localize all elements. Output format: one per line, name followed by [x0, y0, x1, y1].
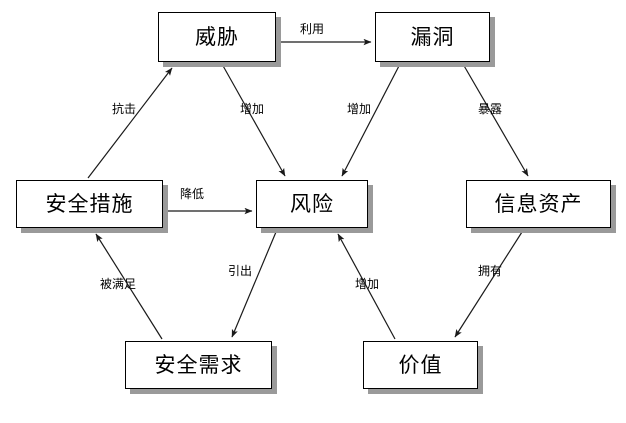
edge-asset-owns-value	[454, 231, 523, 338]
node-threat-label: 威胁	[195, 24, 239, 49]
edge-label-safeguard-reduces-risk: 降低	[180, 187, 205, 201]
node-threat[interactable]: 威胁	[158, 12, 276, 62]
node-vulnerability-label: 漏洞	[410, 24, 455, 49]
node-requirement-label: 安全需求	[154, 352, 243, 377]
edge-label-threat-increases-risk: 增加	[240, 102, 265, 116]
edge-vulnerability-exposes-asset	[462, 63, 529, 177]
node-value-label: 价值	[398, 352, 443, 377]
edge-vulnerability-increases-risk	[341, 63, 401, 177]
node-safeguard[interactable]: 安全措施	[16, 180, 163, 228]
node-asset-label: 信息资产	[494, 191, 583, 216]
node-safeguard-label: 安全措施	[45, 191, 134, 216]
node-vulnerability[interactable]: 漏洞	[375, 12, 490, 62]
edge-label-requirement-satisfied-by-safeguard: 被满足	[100, 277, 137, 291]
edge-label-vulnerability-increases-risk: 增加	[347, 102, 372, 116]
node-asset[interactable]: 信息资产	[466, 180, 611, 228]
edge-label-safeguard-counters-threat: 抗击	[112, 102, 137, 116]
node-requirement[interactable]: 安全需求	[125, 341, 272, 389]
edge-risk-derives-requirement	[231, 231, 277, 338]
node-risk-label: 风险	[290, 191, 334, 216]
edge-label-threat-exploits-vulnerability: 利用	[300, 22, 325, 36]
edge-safeguard-counters-threat	[87, 67, 173, 179]
node-risk[interactable]: 风险	[256, 180, 368, 228]
edge-label-value-increases-risk: 增加	[355, 277, 380, 291]
edge-label-asset-owns-value: 拥有	[478, 264, 503, 278]
node-value[interactable]: 价值	[363, 341, 478, 389]
edge-label-risk-derives-requirement: 引出	[228, 264, 253, 278]
edge-label-vulnerability-exposes-asset: 暴露	[478, 102, 503, 116]
edge-threat-increases-risk	[221, 63, 286, 177]
